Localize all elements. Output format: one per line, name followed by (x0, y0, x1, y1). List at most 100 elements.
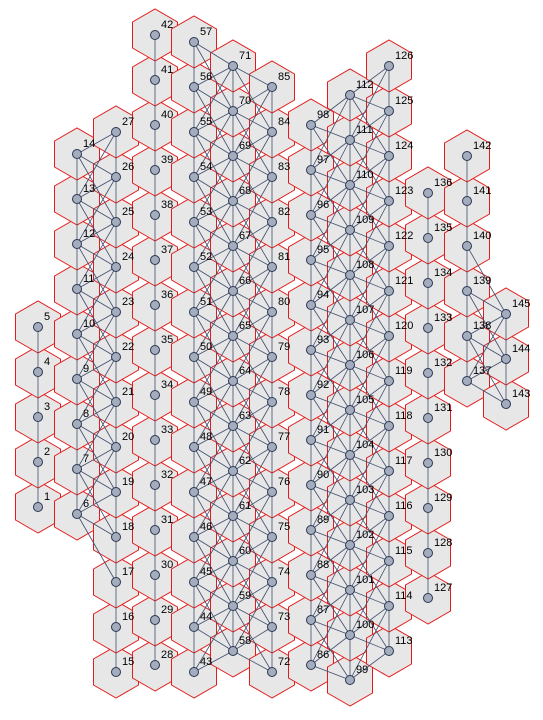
long-diagonal-edge-89-101 (310, 529, 351, 591)
graph-node-49 (189, 397, 199, 407)
node-label-45: 45 (200, 566, 212, 578)
node-label-138: 138 (473, 320, 491, 332)
node-label-53: 53 (200, 206, 212, 218)
graph-node-117 (384, 466, 394, 476)
graph-edges (37, 35, 507, 681)
graph-node-133 (423, 323, 433, 333)
diagonal-edge-45-59 (193, 581, 234, 607)
graph-node-3 (33, 412, 43, 422)
node-label-126: 126 (395, 50, 413, 62)
graph-node-114 (384, 601, 394, 611)
graph-nodes (33, 30, 511, 685)
graph-node-139 (462, 286, 472, 296)
node-label-56: 56 (200, 71, 212, 83)
long-diagonal-edge-93-105 (310, 349, 351, 411)
graph-node-73 (267, 622, 277, 632)
node-label-100: 100 (356, 619, 374, 631)
node-label-108: 108 (356, 259, 374, 271)
long-diagonal-edge-51-64 (193, 311, 234, 382)
graph-node-34 (150, 390, 160, 400)
graph-node-65 (228, 331, 238, 341)
graph-node-123 (384, 196, 394, 206)
node-label-41: 41 (161, 64, 173, 76)
node-label-33: 33 (161, 424, 173, 436)
graph-node-68 (228, 196, 238, 206)
diagonal-edge-71-85 (232, 65, 273, 88)
diagonal-edge-94-107 (310, 304, 351, 321)
node-label-92: 92 (317, 379, 329, 391)
long-diagonal-edge-101-113 (349, 589, 390, 652)
long-diagonal-edge-66-79 (232, 290, 273, 358)
graph-node-108 (345, 270, 355, 280)
diagonal-edge-57-71 (193, 41, 234, 67)
node-label-39: 39 (161, 154, 173, 166)
graph-node-2 (33, 457, 43, 467)
long-diagonal-edge-109-121 (349, 229, 390, 292)
node-label-107: 107 (356, 304, 374, 316)
long-diagonal-edge-87-99 (310, 619, 351, 681)
node-label-66: 66 (239, 275, 251, 287)
graph-node-64 (228, 376, 238, 386)
long-diagonal-edge-102-114 (349, 544, 390, 607)
diagonal-edge-66-80 (232, 290, 273, 313)
node-label-103: 103 (356, 484, 374, 496)
node-label-135: 135 (434, 222, 452, 234)
node-label-48: 48 (200, 431, 212, 443)
node-label-24: 24 (122, 251, 134, 263)
graph-node-11 (72, 284, 82, 294)
diagonal-edge-50-64 (193, 356, 234, 382)
diagonal-edge-139-145 (466, 290, 507, 315)
long-diagonal-edge-105-117 (349, 409, 390, 472)
node-label-40: 40 (161, 109, 173, 121)
node-label-84: 84 (278, 116, 290, 128)
long-diagonal-edge-9-20 (76, 378, 117, 448)
node-label-47: 47 (200, 476, 212, 488)
diagonal-edge-48-62 (193, 446, 234, 472)
diagonal-edge-87-100 (310, 619, 351, 636)
node-label-8: 8 (83, 408, 89, 420)
long-diagonal-edge-106-118 (349, 364, 390, 427)
diagonal-edge-65-79 (232, 335, 273, 358)
node-label-69: 69 (239, 140, 251, 152)
node-label-36: 36 (161, 289, 173, 301)
node-label-133: 133 (434, 312, 452, 324)
node-label-23: 23 (122, 296, 134, 308)
node-label-122: 122 (395, 230, 413, 242)
node-label-17: 17 (122, 566, 134, 578)
graph-node-71 (228, 61, 238, 71)
diagonal-edge-95-108 (310, 259, 351, 276)
graph-node-80 (267, 307, 277, 317)
graph-node-87 (306, 615, 316, 625)
node-label-38: 38 (161, 199, 173, 211)
long-diagonal-edge-108-120 (349, 274, 390, 337)
diagonal-edge-47-61 (193, 491, 234, 517)
long-diagonal-edge-14-25 (76, 153, 117, 223)
graph-node-19 (111, 487, 121, 497)
graph-node-21 (111, 397, 121, 407)
graph-node-32 (150, 480, 160, 490)
node-label-130: 130 (434, 447, 452, 459)
graph-node-54 (189, 172, 199, 182)
long-diagonal-edge-140-145 (466, 245, 507, 315)
graph-node-59 (228, 601, 238, 611)
graph-node-129 (423, 503, 433, 513)
node-label-105: 105 (356, 394, 374, 406)
node-label-18: 18 (122, 521, 134, 533)
diagonal-edge-104-117 (349, 454, 390, 472)
diagonal-edge-96-109 (310, 214, 351, 231)
node-label-49: 49 (200, 386, 212, 398)
diagonal-edge-8-20 (76, 423, 117, 448)
node-label-70: 70 (239, 95, 251, 107)
node-label-82: 82 (278, 206, 290, 218)
node-label-9: 9 (83, 363, 89, 375)
graph-node-125 (384, 106, 394, 116)
graph-node-41 (150, 75, 160, 85)
node-label-72: 72 (278, 656, 290, 668)
long-diagonal-edge-12-23 (76, 243, 117, 313)
node-label-54: 54 (200, 161, 212, 173)
node-label-35: 35 (161, 334, 173, 346)
node-label-132: 132 (434, 357, 452, 369)
graph-node-33 (150, 435, 160, 445)
node-label-140: 140 (473, 230, 491, 242)
node-label-46: 46 (200, 521, 212, 533)
